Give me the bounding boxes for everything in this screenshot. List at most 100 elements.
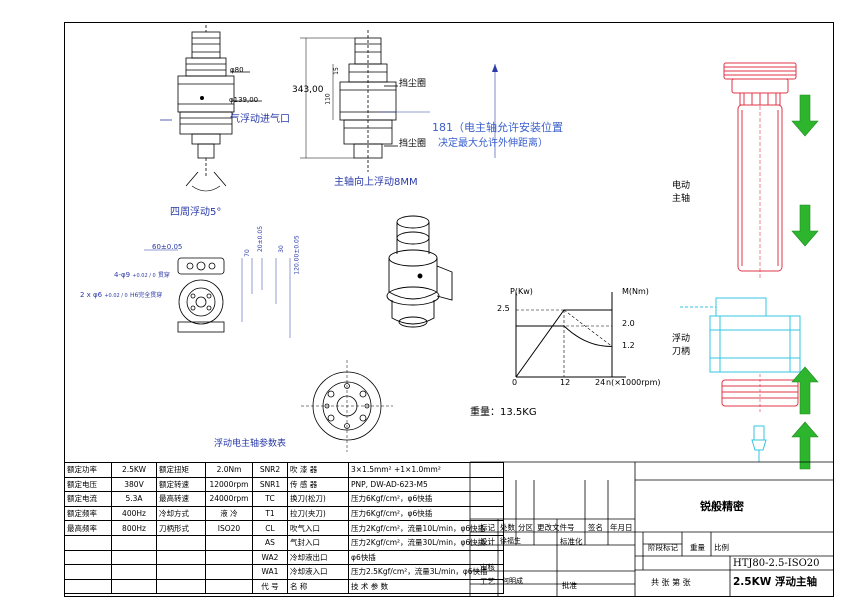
chart-xtick-1: 12 [560,378,571,387]
spec-cell: WA1 [252,564,288,580]
air-inlet-label: 气浮动进气口 [230,114,290,125]
tb-header-5: 年月日 [610,523,633,532]
spec-cell: 拉刀(夹刀) [287,505,349,522]
spec-row: 代 号名 称技 术 参 数 [64,578,504,595]
spec-cell [111,549,157,566]
spec-cell [64,578,112,595]
dim-15-label: 15 [332,67,340,75]
dim-30-label: 30 [277,245,285,253]
tb-header-1: 处数 [500,523,515,532]
designer-name: 徐福生 [500,537,521,545]
process-person: 何明成 [502,577,523,585]
spec-cell [64,549,112,566]
dia139-label: φ139,00 [229,96,259,104]
spec-cell: 名 称 [287,578,349,595]
spec-cell: 刀柄形式 [156,520,206,536]
process-label: 工艺 [480,577,495,586]
height-total-label: 343,00 [292,85,324,95]
params-title: 浮动电主轴参数表 [214,439,287,449]
dust-ring-bottom-label: 挡尘圈 [399,139,427,149]
travel-note-line1: 181（电主轴允许安装位置 [432,121,563,134]
down-arrow-1 [791,94,819,137]
chart-ytick-left-0: 2.5 [497,304,510,313]
spec-cell: 气封入口 [287,534,349,551]
travel-note-line2: 决定最大允许外伸距离） [438,138,548,149]
dia80-label: φ80 [230,66,244,74]
up-arrow-2 [791,421,819,470]
dim-110-label: 110 [324,93,332,105]
part-name: 2.5KW 浮动主轴 [733,576,817,588]
chart-ylabel-right: M(Nm) [622,287,649,296]
spec-cell: AS [252,534,288,551]
tb-header-0: 标记 [480,523,495,532]
weight-header: 重量 [690,543,705,552]
holder-label: 浮动 刀柄 [672,334,691,357]
spec-cell: 24000rpm [205,491,253,507]
spec-cell [111,578,157,595]
spec-cell: 额定扭矩 [156,462,206,478]
spec-cell [156,564,206,580]
spec-cell [156,534,206,551]
spec-cell [111,564,157,580]
drawing-number: HTJ80-2.5-ISO20 [733,558,820,569]
chart-series-power [515,309,612,378]
isometric-view [386,215,453,328]
chart-ref-1-2 [563,309,613,347]
spec-cell: 吹 漆 器 [287,462,349,478]
spec-cell [64,534,112,551]
spec-cell: 冷却液入口 [287,564,349,580]
spec-cell: 技 术 参 数 [348,578,504,595]
tb-header-2: 分区 [518,523,533,532]
approve-label: 批准 [562,581,577,590]
chart-xtick-2: 24 [595,378,606,387]
spec-cell: 12000rpm [205,476,253,493]
chart-ytick-right-0: 2.0 [622,319,635,328]
spec-cell: 传 感 器 [287,476,349,493]
tb-header-4: 签名 [588,523,603,532]
spec-cell [156,578,206,595]
chart-ytick-right-1: 1.2 [622,341,635,350]
spec-cell: 液 冷 [205,505,253,522]
floating-holder-drawing [680,297,801,373]
spec-cell: 3×1.5mm² +1×1.0mm² [348,462,504,478]
tb-header-3: 更改文件号 [537,523,575,532]
sheet-info: 共 张 第 张 [651,578,691,587]
down-arrow-2 [791,204,819,247]
dim-70-label: 70 [243,249,251,257]
spec-cell: 400Hz [111,505,157,522]
dust-ring-top-label: 挡尘圈 [399,79,427,89]
spec-cell [205,549,253,566]
lower-spindle-part [721,374,799,412]
spec-cell: CL [252,520,288,536]
spec-cell: 换刀(松刀) [287,491,349,507]
spec-cell: 压力6Kgf/cm²，φ6快插 [348,505,504,522]
electric-spindle-drawing [723,62,797,280]
spec-cell: 额定功率 [64,462,112,478]
dim-120-label: 120.00±0.05 [293,235,301,275]
company-name: 锐般精密 [700,500,744,513]
top-view [301,360,393,452]
chart-ylabel-left: P(Kw) [510,287,533,296]
up-arrow-1 [791,366,819,415]
spec-cell [205,534,253,551]
front-view [160,25,262,192]
spec-cell [156,549,206,566]
standardize-label: 标准化 [560,537,583,546]
spec-cell: 2.0Nm [205,462,253,478]
spec-cell: 压力6Kgf/cm²，φ6快插 [348,491,504,507]
spec-cell [64,564,112,580]
spec-cell: T1 [252,505,288,522]
spec-cell [205,564,253,580]
review-label: 审核 [480,563,495,572]
spec-cell: 额定转速 [156,476,206,493]
power-torque-chart [515,292,626,378]
